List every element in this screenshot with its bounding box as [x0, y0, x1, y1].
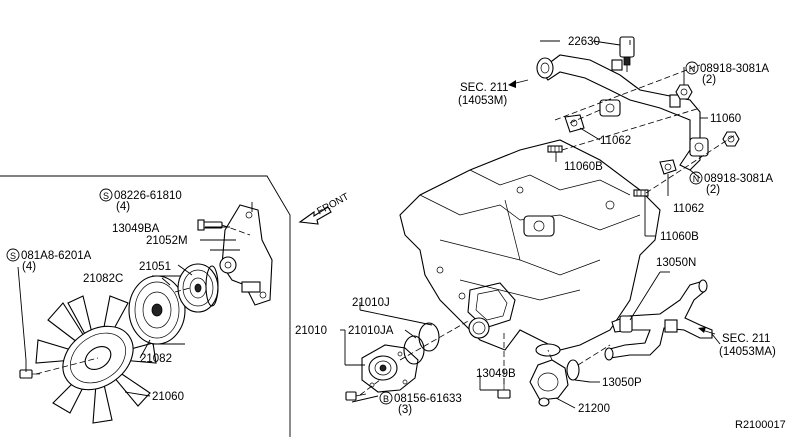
label-sec-upper-line2[interactable]: (14053M) — [458, 95, 507, 107]
label-21082[interactable]: 21082 — [140, 353, 172, 365]
fan-assembly-frame — [0, 175, 291, 437]
sec-upper-arrow — [508, 79, 529, 88]
temperature-sensor-22630 — [619, 36, 635, 72]
lower-water-pipe-13050n — [604, 279, 713, 361]
label-08156-qty[interactable]: (3) — [398, 404, 412, 416]
n-symbol-upper: N — [685, 61, 699, 75]
nut-08918-upper — [675, 84, 693, 100]
label-081a8[interactable]: 081A8-6201A — [21, 250, 92, 262]
svg-text:S: S — [103, 191, 109, 201]
fan-coupling-21082 — [128, 275, 186, 345]
label-08156[interactable]: 08156-61633 — [394, 393, 462, 405]
svg-text:N: N — [689, 64, 696, 74]
label-front[interactable]: FRONT — [315, 191, 351, 217]
bolt-13049ba — [197, 219, 223, 231]
assembly-lines-upper — [554, 64, 736, 194]
label-13049b[interactable]: 13049B — [476, 368, 516, 380]
label-11062-lower[interactable]: 11062 — [673, 203, 704, 215]
reference-code: R2100017 — [735, 419, 786, 431]
callout-labels: 22630 SEC. 211 (14053M) 08918-3081A (2) … — [21, 36, 786, 431]
label-sec-lower-line2[interactable]: (14053MA) — [719, 346, 776, 358]
gasket-11062-upper — [564, 114, 585, 133]
stud-11060b-lower — [633, 189, 649, 197]
s-symbol-081a8: S — [6, 248, 20, 262]
s-symbol-08226: S — [99, 188, 113, 202]
front-arrow — [298, 206, 332, 225]
leader-lines — [17, 40, 721, 409]
assembly-lines-lower — [359, 319, 611, 396]
label-08918-lower[interactable]: 08918-3081A — [704, 173, 773, 185]
gasket-21010j — [418, 322, 440, 352]
label-11060b-lower[interactable]: 11060B — [660, 231, 699, 243]
label-21010j[interactable]: 21010J — [352, 297, 390, 309]
label-11062-upper[interactable]: 11062 — [600, 135, 631, 147]
label-21200[interactable]: 21200 — [578, 403, 610, 415]
fan-bracket-21052m — [219, 204, 273, 306]
label-13050n[interactable]: 13050N — [656, 257, 696, 269]
label-08918-lower-qty[interactable]: (2) — [706, 184, 720, 196]
b-symbol-08156: B — [379, 391, 393, 405]
nut-08918-lower — [722, 131, 740, 147]
bolt-08156 — [345, 391, 367, 401]
stud-11060b-upper — [547, 145, 563, 153]
label-22630[interactable]: 22630 — [568, 36, 600, 48]
label-13050p[interactable]: 13050P — [602, 377, 642, 389]
gasket-11062-lower — [659, 159, 677, 175]
label-21010ja[interactable]: 21010JA — [348, 325, 394, 337]
label-21052m[interactable]: 21052M — [146, 235, 188, 247]
n-symbol-lower: N — [689, 171, 703, 185]
fan-pulley-21051 — [177, 263, 219, 313]
label-081a8-qty[interactable]: (4) — [22, 261, 36, 273]
label-11060b-upper[interactable]: 11060B — [564, 161, 603, 173]
label-21051[interactable]: 21051 — [139, 261, 171, 273]
label-21010[interactable]: 21010 — [295, 325, 327, 337]
label-08226[interactable]: 08226-61810 — [114, 190, 182, 202]
label-sec-lower-line1[interactable]: SEC. 211 — [722, 333, 770, 345]
label-21060[interactable]: 21060 — [152, 391, 184, 403]
svg-text:B: B — [383, 394, 389, 404]
svg-text:S: S — [10, 251, 16, 261]
thermostat-housing-21200 — [529, 359, 569, 407]
gasket-13050p — [566, 359, 580, 381]
label-08918-upper[interactable]: 08918-3081A — [700, 63, 769, 75]
label-13049ba[interactable]: 13049BA — [112, 223, 160, 235]
water-pump-21010 — [361, 344, 419, 393]
label-21082c[interactable]: 21082C — [83, 273, 123, 285]
engine-block — [399, 139, 661, 357]
upper-water-pipe — [536, 54, 709, 171]
label-08918-upper-qty[interactable]: (2) — [702, 74, 716, 86]
label-08226-qty[interactable]: (4) — [116, 201, 130, 213]
label-sec-upper-line1[interactable]: SEC. 211 — [460, 82, 508, 94]
svg-text:N: N — [693, 174, 700, 184]
sec-lower-arrow — [698, 327, 716, 335]
label-11060[interactable]: 11060 — [710, 113, 741, 125]
